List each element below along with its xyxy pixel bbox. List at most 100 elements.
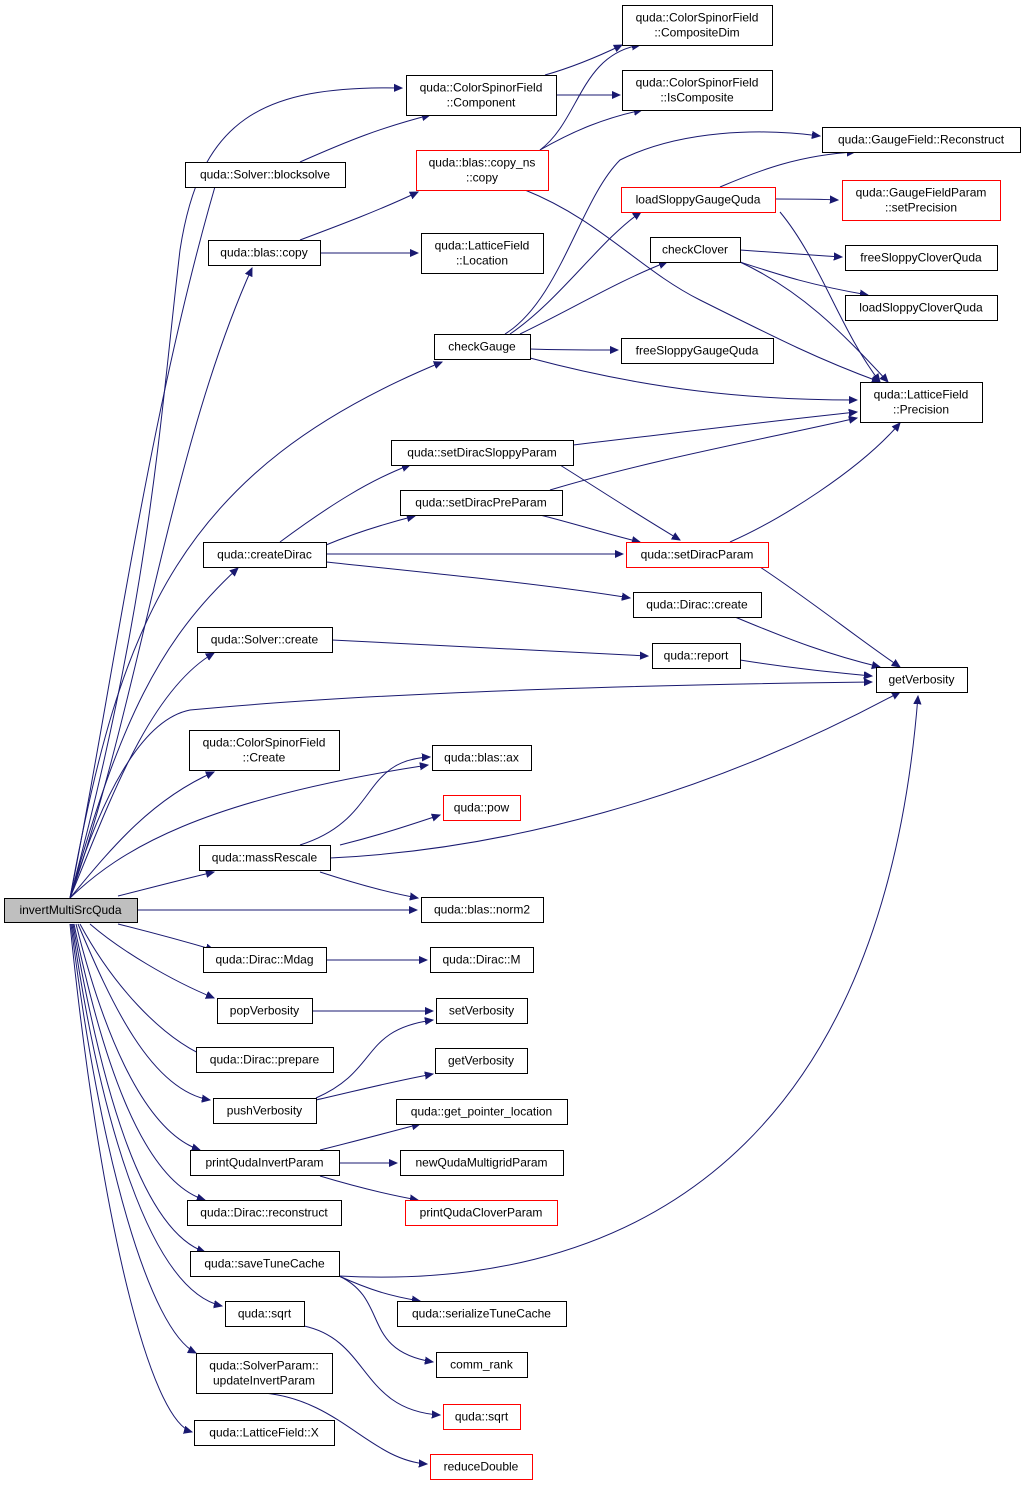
node-box	[622, 70, 773, 111]
node-box	[196, 1047, 334, 1073]
node-load-sloppy-gauge[interactable]: loadSloppyGaugeQuda	[621, 187, 776, 213]
node-solverparam-update[interactable]: quda::SolverParam::updateInvertParam	[196, 1353, 333, 1394]
node-save-tune-cache[interactable]: quda::saveTuneCache	[190, 1251, 340, 1277]
node-box	[185, 162, 346, 188]
node-label: quda::setDiracSloppyParam	[407, 446, 556, 460]
edge-cs-component-compositedim	[544, 45, 622, 76]
node-cs-create[interactable]: quda::ColorSpinorField::Create	[189, 730, 340, 771]
node-label: checkGauge	[448, 340, 516, 354]
edge-check-gauge-free-sloppy-gauge	[529, 349, 618, 350]
node-gf-recon[interactable]: quda::GaugeField::Reconstruct	[822, 127, 1021, 153]
node-label: quda::saveTuneCache	[204, 1257, 325, 1271]
node-box	[400, 490, 563, 516]
node-blas-norm2[interactable]: quda::blas::norm2	[421, 897, 544, 923]
node-create-dirac[interactable]: quda::createDirac	[203, 542, 327, 568]
node-gfp-setprec[interactable]: quda::GaugeFieldParam::setPrecision	[842, 180, 1001, 221]
node-cs-compdim[interactable]: quda::ColorSpinorField::CompositeDim	[622, 5, 773, 46]
node-label: quda::Dirac::Mdag	[215, 953, 313, 967]
node-dirac-prepare[interactable]: quda::Dirac::prepare	[196, 1047, 334, 1073]
edge-root-dirac-reconstruct	[73, 923, 205, 1200]
node-lf-precision[interactable]: quda::LatticeField::Precision	[860, 382, 983, 423]
edge-blas-copy-copy-ns	[299, 192, 418, 241]
edge-create-dirac-set-dirac-sloppy	[279, 465, 410, 543]
node-reduce-double[interactable]: reduceDouble	[430, 1454, 533, 1480]
node-box	[189, 730, 340, 771]
node-label: quda::ColorSpinorField	[636, 11, 759, 25]
node-print-invert-param[interactable]: printQudaInvertParam	[190, 1150, 340, 1176]
node-check-gauge[interactable]: checkGauge	[434, 334, 531, 360]
node-set-dirac-param[interactable]: quda::setDiracParam	[626, 542, 769, 568]
node-pop-verbosity[interactable]: popVerbosity	[217, 998, 313, 1024]
edge-root-sqrt	[71, 923, 222, 1306]
node-box	[190, 1150, 340, 1176]
node-box	[400, 1150, 564, 1176]
node-label: newQudaMultigridParam	[415, 1156, 547, 1170]
node-dirac-mdag[interactable]: quda::Dirac::Mdag	[203, 947, 327, 973]
node-sqrt[interactable]: quda::sqrt	[225, 1301, 305, 1327]
node-set-dirac-sloppy[interactable]: quda::setDiracSloppyParam	[391, 440, 574, 466]
node-box	[436, 1352, 528, 1378]
node-box	[416, 150, 549, 191]
node-blas-copy[interactable]: quda::blas::copy	[208, 240, 321, 266]
node-comm-rank[interactable]: comm_rank	[436, 1352, 528, 1378]
node-serialize-tune-cache[interactable]: quda::serializeTuneCache	[397, 1301, 567, 1327]
node-dirac-m[interactable]: quda::Dirac::M	[430, 947, 534, 973]
node-box	[391, 440, 574, 466]
node-push-verbosity[interactable]: pushVerbosity	[213, 1098, 317, 1124]
node-free-sloppy-gauge[interactable]: freeSloppyGaugeQuda	[621, 338, 774, 364]
edge-root-push-verbosity	[77, 923, 210, 1100]
node-label: ::Precision	[893, 403, 949, 417]
node-box	[430, 947, 534, 973]
node-label: comm_rank	[450, 1358, 514, 1372]
edge-save-tune-cache-comm-rank	[338, 1275, 433, 1362]
node-box	[405, 1200, 558, 1226]
node-solver-create[interactable]: quda::Solver::create	[197, 627, 333, 653]
node-label: quda::GaugeField::Reconstruct	[838, 133, 1005, 147]
node-load-sloppy-clover[interactable]: loadSloppyCloverQuda	[845, 295, 998, 321]
node-blocksolve[interactable]: quda::Solver::blocksolve	[185, 162, 346, 188]
node-free-sloppy-clover[interactable]: freeSloppyCloverQuda	[845, 245, 998, 271]
edge-blocksolve-cs-component	[299, 115, 430, 163]
node-pow[interactable]: quda::pow	[443, 795, 521, 821]
node-box	[196, 1353, 333, 1394]
node-mass-rescale[interactable]: quda::massRescale	[199, 845, 331, 871]
node-get-pointer-location[interactable]: quda::get_pointer_location	[396, 1099, 568, 1125]
node-set-dirac-pre[interactable]: quda::setDiracPreParam	[400, 490, 563, 516]
node-root[interactable]: invertMultiSrcQuda	[4, 898, 138, 923]
node-box	[822, 127, 1021, 153]
node-get-verbosity[interactable]: getVerbosity	[876, 667, 968, 693]
node-label: getVerbosity	[888, 673, 954, 687]
edge-copy-ns-iscomposite	[539, 110, 642, 151]
node-dirac-create[interactable]: quda::Dirac::create	[633, 592, 762, 618]
node-label: ::copy	[466, 171, 498, 185]
node-lf-location[interactable]: quda::LatticeField::Location	[421, 233, 544, 274]
node-label: getVerbosity	[448, 1054, 514, 1068]
node-label: ::Component	[447, 96, 516, 110]
node-lf-x[interactable]: quda::LatticeField::X	[194, 1420, 335, 1446]
node-report[interactable]: quda::report	[652, 643, 741, 669]
node-dirac-reconstruct[interactable]: quda::Dirac::reconstruct	[187, 1200, 342, 1226]
node-box	[443, 795, 521, 821]
node-print-clover-param[interactable]: printQudaCloverParam	[405, 1200, 558, 1226]
node-label: invertMultiSrcQuda	[19, 903, 121, 917]
node-get-verbosity2[interactable]: getVerbosity	[435, 1048, 528, 1074]
node-cs-comp[interactable]: quda::ColorSpinorField::Component	[406, 75, 557, 116]
edge-save-tune-cache-serialize-tune-cache	[338, 1275, 420, 1301]
node-blas-ax[interactable]: quda::blas::ax	[432, 745, 532, 771]
node-box	[213, 1098, 317, 1124]
node-box	[199, 845, 331, 871]
node-label: ::IsComposite	[660, 91, 734, 105]
node-copy-ns[interactable]: quda::blas::copy_ns::copy	[416, 150, 549, 191]
node-label: quda::sqrt	[455, 1410, 509, 1424]
edge-check-clover-load-sloppy-clover	[739, 261, 868, 295]
node-label: quda::createDirac	[217, 548, 312, 562]
node-box	[621, 338, 774, 364]
node-set-verbosity[interactable]: setVerbosity	[436, 998, 528, 1024]
node-check-clover[interactable]: checkClover	[650, 237, 741, 263]
node-new-mg-param[interactable]: newQudaMultigridParam	[400, 1150, 564, 1176]
node-cs-iscomp[interactable]: quda::ColorSpinorField::IsComposite	[622, 70, 773, 111]
node-box	[845, 245, 998, 271]
node-sqrt2[interactable]: quda::sqrt	[443, 1404, 521, 1430]
edge-root-cs-create	[69, 772, 214, 899]
edge-check-gauge-reconstruct	[504, 132, 820, 335]
